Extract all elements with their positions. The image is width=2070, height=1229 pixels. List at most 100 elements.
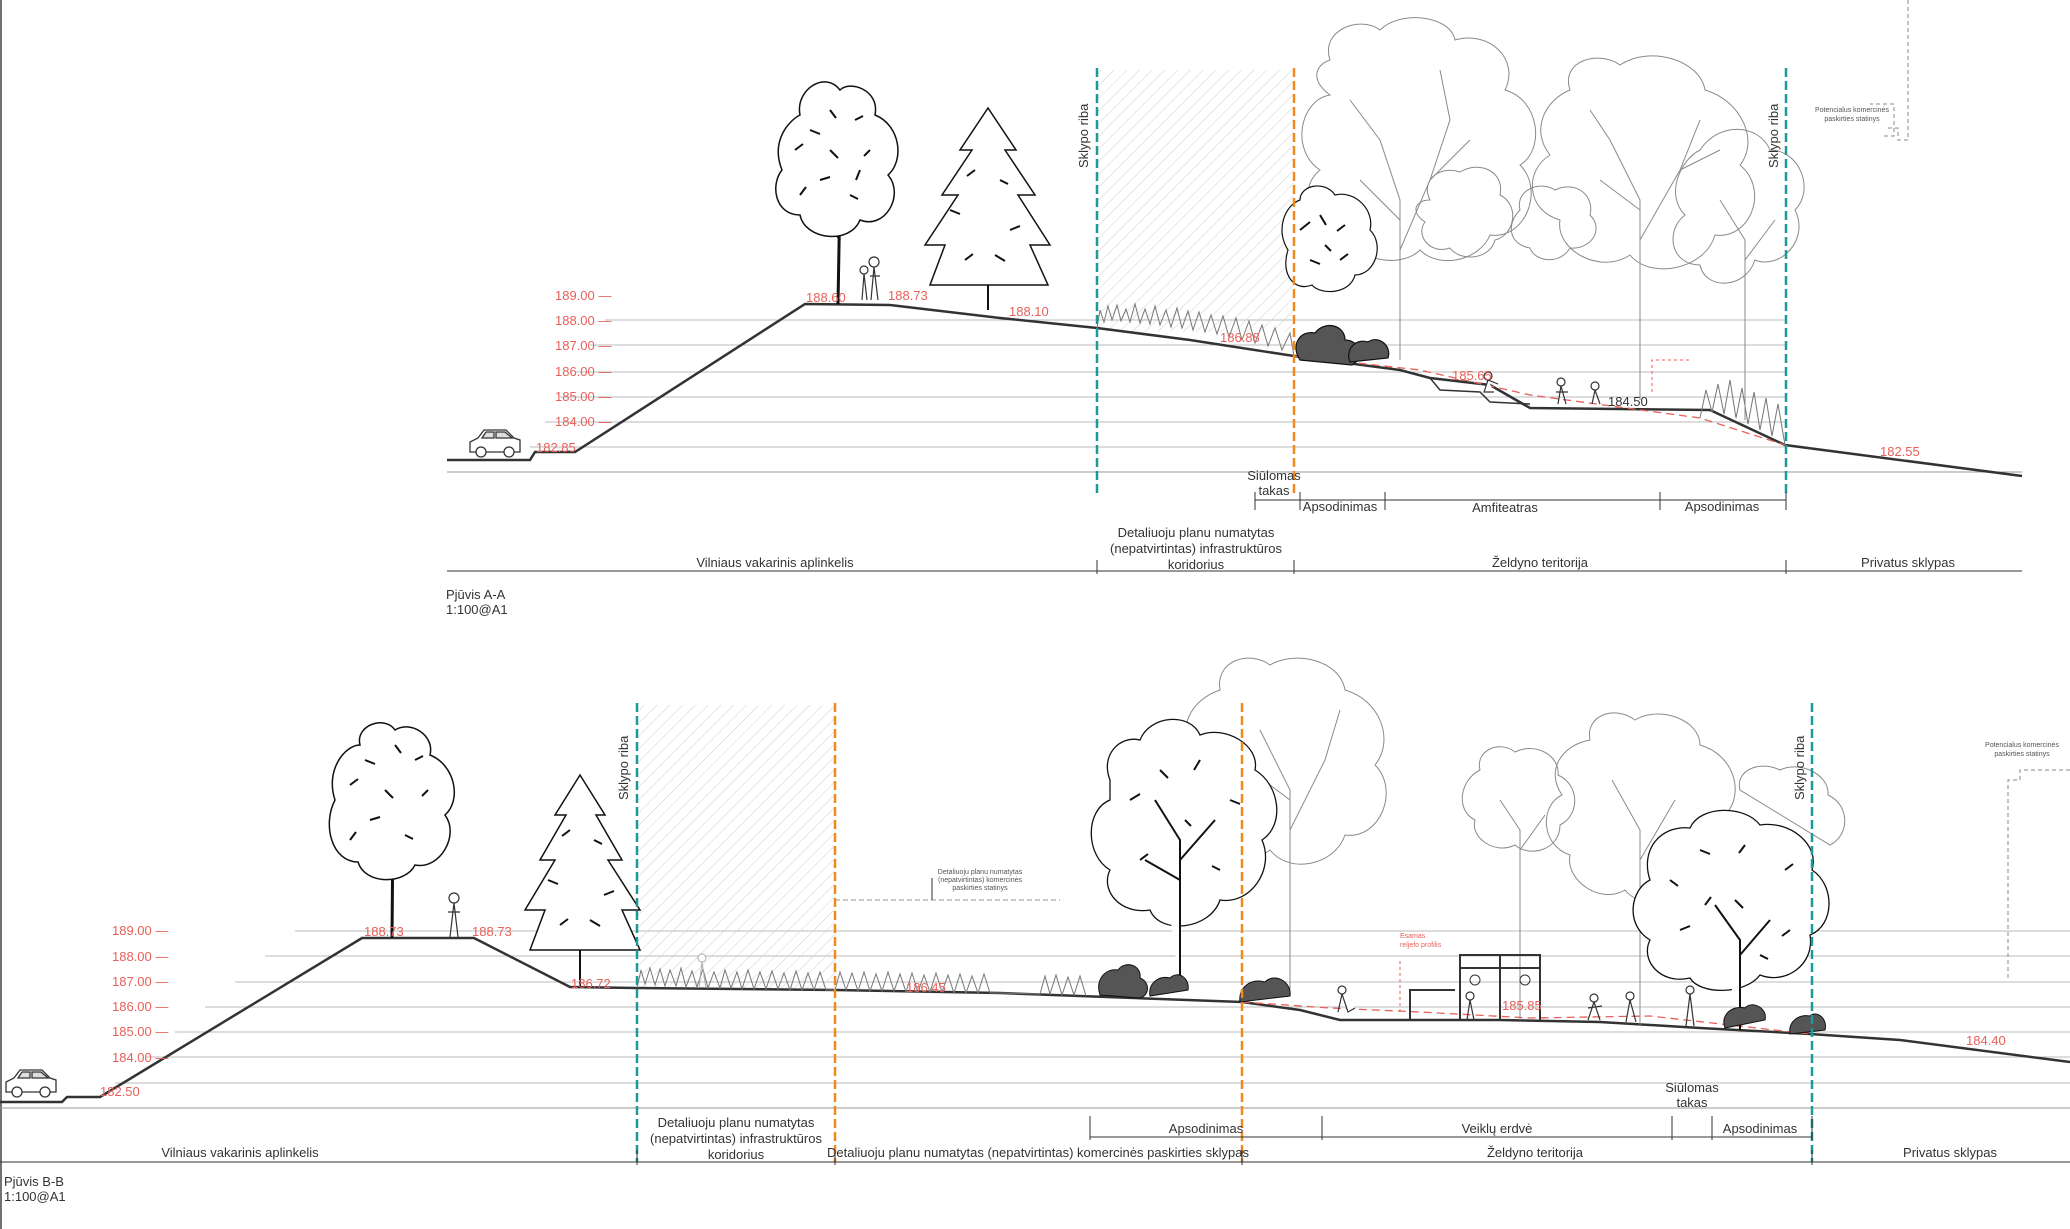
spot-levels-a: 188.60 188.73 188.10 186.88 185.65 184.5… [536,288,1920,459]
elevation-tick: 184.00 — [555,414,611,429]
deciduous-tree-icon [1301,17,1805,420]
grass-icon [636,966,1087,997]
subzone-label: Apsodinimas [1169,1121,1244,1136]
subzone-label: Veiklų erdvė [1462,1121,1533,1136]
elevation-scale-a: 189.00 — 188.00 — 187.00 — 186.00 — 185.… [555,288,611,429]
zone-label: (nepatvirtintas) infrastruktūros [650,1131,822,1146]
person-icon [697,953,707,989]
car-icon [5,1069,57,1098]
spot-level: 185.65 [1452,368,1492,383]
section-b: 189.00 — 188.00 — 187.00 — 186.00 — 185.… [0,657,2070,1204]
spot-level: 188.73 [364,924,404,939]
building-outline-b [2007,769,2070,980]
building-note: Potencialus komercinės [1815,107,1889,114]
relief-marker-a [1651,359,1690,392]
elevation-tick: 185.00 — [555,389,611,404]
elevation-tick: 189.00 — [555,288,611,303]
shrub-icon [1281,185,1390,366]
zone-label: Detaliuoju planu numatytas [1118,525,1275,540]
path-label: Siūlomas [1665,1080,1719,1095]
terrain-profile-a [447,302,2023,478]
zone-label: Želdyno teritorija [1492,555,1589,570]
shrub-icon [1098,964,1826,1035]
existing-relief-b [1241,1001,1811,1035]
spot-levels-b: 188.73 188.73 186.72 186.45 185.85 184.4… [100,924,2006,1099]
spot-level: 188.10 [1009,304,1049,319]
elevation-tick: 188.00 — [112,949,168,964]
zone-dimension-a [447,560,2022,574]
elevation-tick: 189.00 — [112,923,168,938]
spot-level: 184.50 [1608,394,1648,409]
spot-level: 188.73 [888,288,928,303]
commercial-note: (nepatvirtintas) komercinės [938,877,1023,884]
person-icon [1483,371,1601,405]
boundary-label: Sklypo riba [1766,103,1781,168]
spot-level: 184.40 [1966,1033,2006,1048]
existing-relief-a [1293,355,1786,446]
spot-level: 182.85 [536,440,576,455]
boundary-label: Sklypo riba [1792,735,1807,800]
path-label: takas [1258,483,1290,498]
zone-label: Vilniaus vakarinis aplinkelis [696,555,854,570]
deciduous-tree-icon [1090,718,1830,1030]
zone-label: (nepatvirtintas) infrastruktūros [1110,541,1282,556]
subzone-label: Amfiteatras [1472,500,1538,515]
spot-level: 185.85 [1502,998,1542,1013]
play-frame-icon [1409,954,1541,1020]
person-icon [448,892,460,938]
subzone-label: Apsodinimas [1303,499,1378,514]
building-note: paskirties statinys [1824,116,1880,123]
subzone-dimension-a [1254,492,1787,510]
zone-label: Detaliuoju planu numatytas [658,1115,815,1130]
zone-label: koridorius [708,1147,765,1162]
section-a-level-lines [530,319,1785,448]
subzone-label: Apsodinimas [1685,499,1760,514]
relief-note: Esamas [1400,933,1426,940]
commercial-note: Detaliuoju planu numatytas [938,869,1023,876]
person-icon [859,256,880,301]
elevation-tick: 187.00 — [555,338,611,353]
boundary-label: Sklypo riba [1076,103,1091,168]
spot-level: 182.50 [100,1084,140,1099]
path-label: takas [1676,1095,1708,1110]
commercial-note: paskirties statinys [952,885,1008,892]
relief-note: reljefo profilis [1400,942,1442,949]
corridor-hatch-a [1097,70,1294,332]
elevation-scale-b: 189.00 — 188.00 — 187.00 — 186.00 — 185.… [112,923,168,1065]
building-note: paskirties statinys [1994,751,2050,758]
corridor-hatch-b [637,705,835,988]
zone-label: Privatus sklypas [1861,555,1955,570]
spot-level: 188.73 [472,924,512,939]
person-icon [1337,985,1695,1027]
section-title: Pjūvis A-A [446,587,506,602]
elevation-tick: 187.00 — [112,974,168,989]
section-a: 189.00 — 188.00 — 187.00 — 186.00 — 185.… [446,17,2023,617]
zone-label: Privatus sklypas [1903,1145,1997,1160]
car-icon [469,429,521,458]
elevation-tick: 184.00 — [112,1050,168,1065]
elevation-tick: 188.00 — [555,313,611,328]
grass-icon [1096,302,1295,357]
spot-level: 182.55 [1880,444,1920,459]
building-note: Potencialus komercinės [1985,742,2059,749]
spot-level: 186.88 [1220,330,1260,345]
elevation-tick: 186.00 — [555,364,611,379]
conifer-tree-icon [523,773,642,988]
zone-label: koridorius [1168,557,1225,572]
subzone-label: Apsodinimas [1723,1121,1798,1136]
zone-label: Vilniaus vakarinis aplinkelis [161,1145,319,1160]
spot-level: 186.45 [906,980,946,995]
conifer-tree-icon [923,106,1052,310]
spot-level: 188.60 [806,290,846,305]
path-label: Siūlomas [1247,468,1301,483]
building-outline-a [1885,0,1909,141]
zone-dimension-b [0,1150,2070,1165]
subzone-dimension-b [1089,1116,1813,1140]
zone-label: Želdyno teritorija [1487,1145,1584,1160]
section-scale: 1:100@A1 [446,602,508,617]
elevation-tick: 185.00 — [112,1024,168,1039]
section-title: Pjūvis B-B [4,1174,64,1189]
elevation-tick: 186.00 — [112,999,168,1014]
